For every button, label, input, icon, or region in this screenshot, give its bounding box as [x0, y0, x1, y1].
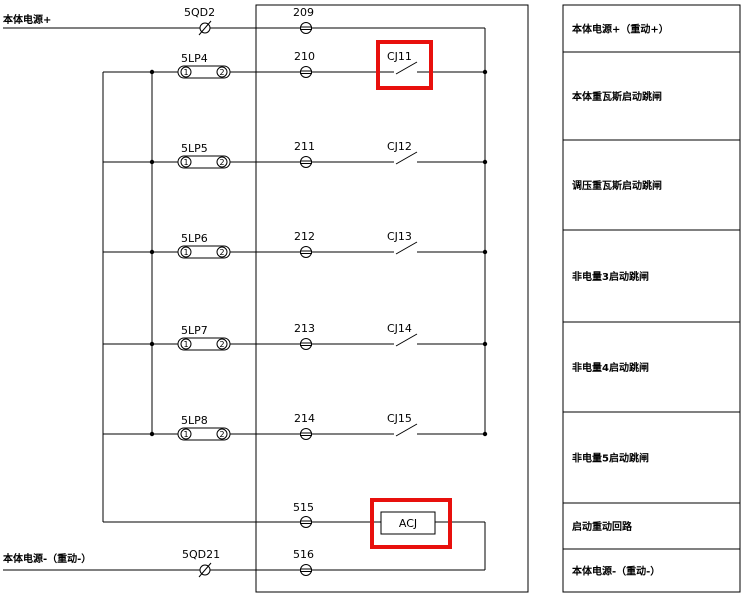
fuse-5qd2-symbol: [198, 20, 212, 36]
terminal-panel-frame: [255, 4, 529, 593]
plate-pin: [216, 338, 228, 350]
plate-pin: [180, 246, 192, 258]
terminal-symbol: [300, 338, 312, 350]
junction-dot: [149, 341, 155, 347]
contact-highlight-box: [376, 40, 433, 90]
contact-blade: [395, 61, 418, 75]
junction-dot: [149, 249, 155, 255]
table-row-text: 本体重瓦斯启动跳闸: [572, 90, 662, 103]
pressure-plate-symbol: [177, 155, 231, 169]
branch-5lp8: 5LP8 1 2 214 CJ15: [103, 412, 488, 441]
plate-pin: [216, 66, 228, 78]
plate-pin: [216, 156, 228, 168]
plate-pin: [180, 66, 192, 78]
branch-5lp6: 5LP6 1 2 212 CJ13: [103, 230, 488, 259]
junction-dot: [482, 431, 488, 437]
terminal-516-label: 516: [293, 548, 314, 561]
description-table-frame: [562, 4, 741, 593]
plate-label: 5LP6: [181, 232, 208, 245]
plate-label: 5LP7: [181, 324, 208, 337]
table-row-text: 本体电源+（重动+）: [572, 23, 669, 36]
junction-dot: [482, 249, 488, 255]
acj-relay-coil: [380, 511, 436, 535]
plate-pin-number: 2: [219, 430, 224, 439]
fuse-5qd21-symbol: [198, 562, 212, 578]
terminal-symbol: [300, 156, 312, 168]
terminal-label: 213: [294, 322, 315, 335]
contact-blade: [395, 241, 418, 255]
plate-pin: [216, 246, 228, 258]
acj-highlight-box: [370, 498, 452, 549]
negative-supply-label: 本体电源-（重动-）: [3, 552, 91, 565]
fuse-5qd21-label: 5QD21: [182, 548, 220, 561]
plate-pin-number: 1: [183, 430, 188, 439]
plate-pin-number: 2: [219, 68, 224, 77]
terminal-label: 210: [294, 50, 315, 63]
table-row-text: 本体电源-（重动-）: [572, 565, 660, 578]
terminal-515-symbol: [300, 516, 312, 528]
plate-pin: [180, 156, 192, 168]
junction-dot: [482, 341, 488, 347]
plate-pin: [216, 428, 228, 440]
branch-5lp7: 5LP7 1 2 213 CJ14: [103, 322, 488, 351]
table-row-text: 非电量3启动跳闸: [572, 270, 649, 283]
plate-pin: [180, 428, 192, 440]
junction-dot: [149, 431, 155, 437]
pressure-plate-symbol: [177, 337, 231, 351]
terminal-label: 214: [294, 412, 315, 425]
pressure-plate-symbol: [177, 427, 231, 441]
terminal-209-symbol: [300, 22, 312, 34]
junction-dot: [149, 159, 155, 165]
pressure-plate-symbol: [177, 65, 231, 79]
contact-blade: [395, 151, 418, 165]
table-row-text: 非电量5启动跳闸: [572, 452, 649, 465]
contact-blade: [395, 333, 418, 347]
terminal-label: 212: [294, 230, 315, 243]
contact-label: CJ12: [387, 140, 412, 153]
table-row-text: 启动重动回路: [572, 520, 633, 533]
contact-label: CJ13: [387, 230, 412, 243]
junction-dot: [149, 69, 155, 75]
terminal-516-symbol: [300, 564, 312, 576]
pressure-plate-symbol: [177, 245, 231, 259]
plate-pin-number: 1: [183, 248, 188, 257]
junction-dot: [482, 69, 488, 75]
contact-label: CJ15: [387, 412, 412, 425]
branch-5lp5: 5LP5 1 2 211 CJ12: [103, 140, 488, 169]
plate-label: 5LP8: [181, 414, 208, 427]
plate-label: 5LP4: [181, 52, 208, 65]
acj-relay-label: ACJ: [399, 517, 417, 530]
fuse-5qd2-label: 5QD2: [184, 6, 215, 19]
contact-blade: [395, 423, 418, 437]
terminal-symbol: [300, 428, 312, 440]
terminal-515-label: 515: [293, 501, 314, 514]
table-row-text: 非电量4启动跳闸: [572, 361, 649, 374]
plate-pin-number: 2: [219, 340, 224, 349]
plate-label: 5LP5: [181, 142, 208, 155]
plate-pin-number: 1: [183, 158, 188, 167]
table-row-text: 调压重瓦斯启动跳闸: [572, 179, 662, 192]
terminal-symbol: [300, 66, 312, 78]
terminal-symbol: [300, 246, 312, 258]
plate-pin-number: 2: [219, 248, 224, 257]
terminal-209-label: 209: [293, 6, 314, 19]
contact-label: CJ11: [387, 50, 412, 63]
branch-5lp4: 5LP4 1 2 210 CJ11: [103, 40, 488, 90]
junction-dot: [482, 159, 488, 165]
terminal-label: 211: [294, 140, 315, 153]
plate-pin-number: 2: [219, 158, 224, 167]
plate-pin: [180, 338, 192, 350]
plate-pin-number: 1: [183, 68, 188, 77]
plate-pin-number: 1: [183, 340, 188, 349]
contact-label: CJ14: [387, 322, 412, 335]
positive-supply-label: 本体电源+: [3, 13, 51, 26]
